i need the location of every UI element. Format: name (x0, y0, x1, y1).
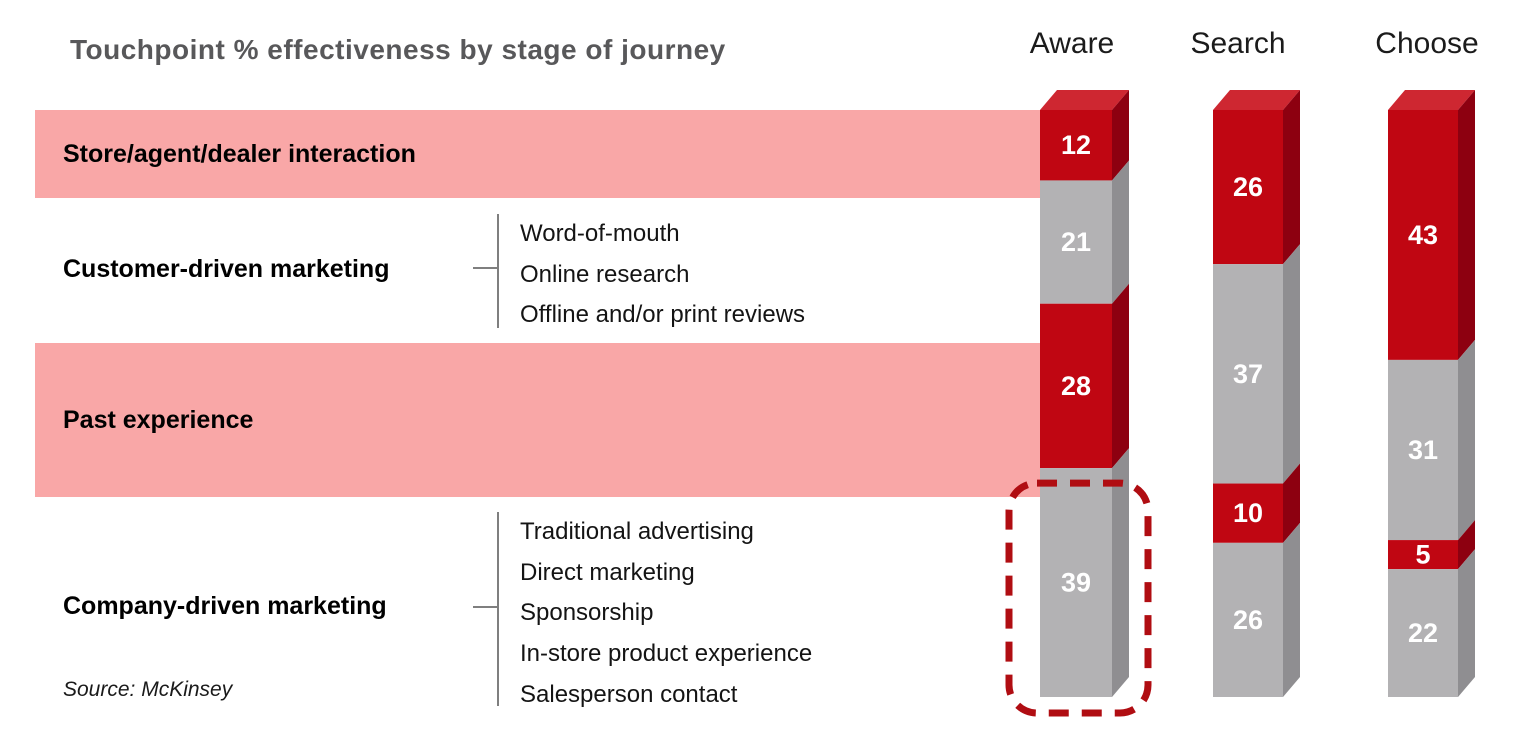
bar-segment (1388, 359, 1458, 541)
sub-item: Salesperson contact (520, 680, 738, 708)
segment-value-label: 43 (1408, 220, 1438, 250)
highlight-dashed-outline (1005, 479, 1152, 717)
segment-value-label: 26 (1233, 605, 1263, 635)
bar-top-face (1388, 90, 1475, 110)
bar-side-face (1112, 90, 1129, 181)
category-text: Past experience (63, 405, 254, 434)
sub-item: Sponsorship (520, 599, 654, 627)
bar-side-face (1283, 522, 1300, 697)
bar-side-face (1458, 520, 1475, 570)
category-label-past-experience: Past experience (63, 343, 253, 497)
bar-side-face (1458, 549, 1475, 697)
highlight-band-past (35, 343, 1040, 497)
bar-side-face (1283, 90, 1300, 265)
sub-item: Traditional advertising (520, 518, 754, 546)
segment-value-label: 28 (1061, 371, 1091, 401)
bar-segment (1388, 569, 1458, 697)
bar-side-face (1458, 339, 1475, 541)
highlight-band-store (35, 110, 1040, 198)
segment-value-label: 26 (1233, 172, 1263, 202)
segment-value-label: 22 (1408, 618, 1438, 648)
sub-item: Online research (520, 260, 690, 288)
bar-segment (1040, 180, 1112, 304)
column-header-aware: Aware (1029, 27, 1115, 60)
segment-value-label: 21 (1061, 227, 1091, 257)
category-label-company-driven: Company-driven marketing (63, 592, 387, 620)
connector-hline-customer (473, 267, 497, 269)
connector-vline-customer (497, 214, 499, 328)
bar-side-face (1458, 90, 1475, 360)
connector-vline-company (497, 512, 499, 706)
bar-side-face (1112, 283, 1129, 469)
sub-item: In-store product experience (520, 640, 813, 668)
bar-top-face (1213, 90, 1300, 110)
category-label-store-agent-dealer: Store/agent/dealer interaction (63, 110, 416, 198)
sub-item: Word-of-mouth (520, 220, 680, 248)
bar-side-face (1283, 463, 1300, 543)
column-header-choose: Choose (1375, 27, 1479, 60)
sub-item: Direct marketing (520, 558, 695, 586)
source-note: Source: McKinsey (63, 678, 233, 701)
bar-segment (1040, 303, 1112, 469)
bar-segment (1040, 468, 1112, 697)
column-header-search: Search (1190, 27, 1286, 60)
bar-segment (1213, 542, 1283, 697)
bar-side-face (1112, 448, 1129, 697)
connector-hline-company (473, 606, 497, 608)
segment-value-label: 31 (1408, 435, 1438, 465)
segment-value-label: 10 (1233, 498, 1263, 528)
bar-side-face (1112, 160, 1129, 304)
bar-segment (1388, 540, 1458, 570)
segment-value-label: 39 (1061, 568, 1091, 598)
page-title: Touchpoint % effectiveness by stage of j… (70, 34, 726, 65)
bar-segment (1213, 264, 1283, 484)
segment-value-label: 12 (1061, 130, 1091, 160)
bar-segment (1388, 110, 1458, 360)
category-text: Store/agent/dealer interaction (63, 139, 416, 168)
segment-value-label: 5 (1415, 540, 1430, 570)
sub-item: Offline and/or print reviews (520, 301, 806, 329)
bar-segment (1213, 483, 1283, 543)
bar-segment (1040, 110, 1112, 181)
segment-value-label: 37 (1233, 359, 1263, 389)
bar-side-face (1283, 244, 1300, 484)
category-label-customer-driven: Customer-driven marketing (63, 255, 390, 283)
bar-top-face (1040, 90, 1129, 110)
bar-segment (1213, 110, 1283, 265)
